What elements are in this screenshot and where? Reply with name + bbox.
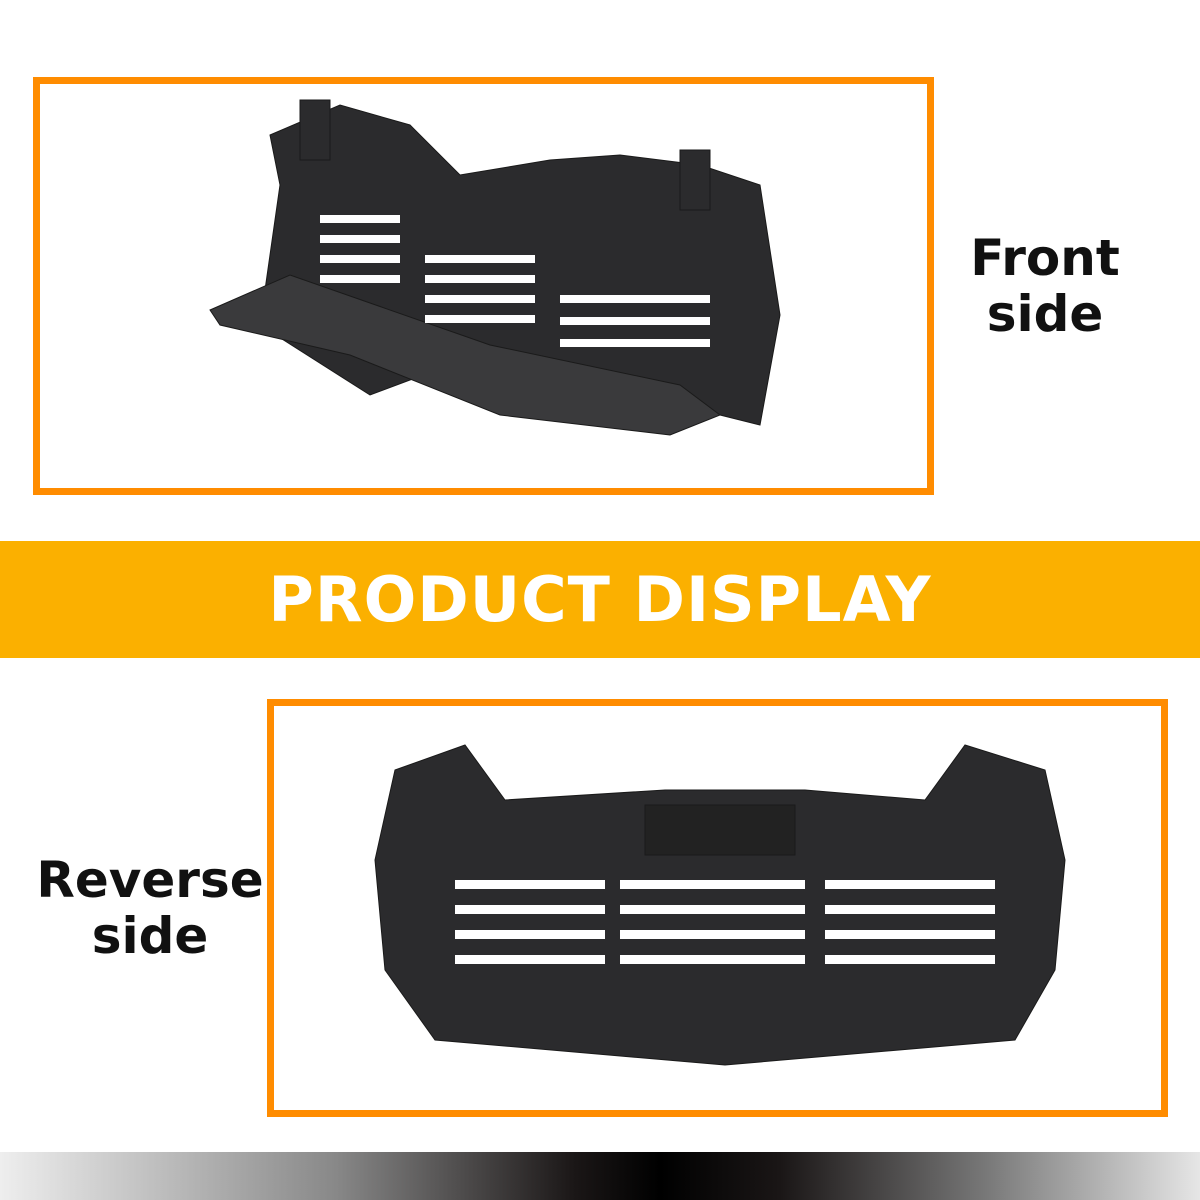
front-label-line1: Front: [970, 229, 1120, 287]
reverse-label-line1: Reverse: [36, 851, 264, 909]
front-side-label: Front side: [950, 230, 1140, 342]
reverse-side-label: Reverse side: [20, 852, 280, 964]
front-label-line2: side: [986, 285, 1104, 343]
banner-title: PRODUCT DISPLAY: [268, 563, 932, 636]
reverse-grille-image: [374, 744, 1066, 1066]
footer-gradient-bar: [0, 1152, 1200, 1200]
front-image-frame: [33, 77, 934, 495]
reverse-label-line2: side: [91, 907, 209, 965]
product-display-banner: PRODUCT DISPLAY: [0, 541, 1200, 658]
reverse-image-frame: [267, 699, 1168, 1117]
front-grille-image: [209, 99, 781, 436]
